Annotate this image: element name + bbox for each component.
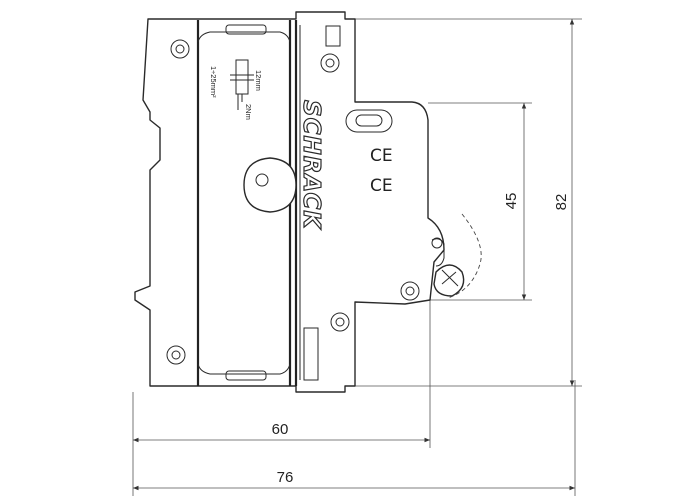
brand-logo: SCHRACK [298,100,324,230]
dimension-76: 76 [133,469,575,491]
terminal-strip-length-label: 12mm [254,70,263,91]
terminal-torque-label: 2Nm [244,104,253,120]
breaker-body [134,11,445,393]
dimension-82: 82 [553,19,575,386]
dimension-60-label: 60 [272,421,289,438]
lever-grip [441,269,459,287]
lever-pivot [431,238,445,267]
inner-frame-top [197,31,291,43]
extension-lines [132,18,582,496]
lower-slot [303,327,319,381]
screw-bottom-right [400,281,420,301]
ce-mark-lower: CE [370,176,393,196]
indicator-window [345,109,393,133]
dimension-76-label: 76 [277,469,294,486]
dimension-60: 60 [133,421,430,443]
dimension-82-label: 82 [553,194,570,211]
lever-pivot-pin [431,237,443,249]
toggle-lever [431,213,482,299]
dimension-45-label: 45 [503,193,520,210]
dimension-45: 45 [503,103,527,300]
lever-handle [433,264,465,297]
terminal-cross-section-label: 1÷25mm² [209,66,218,98]
screws [166,39,420,365]
center-lug [243,157,297,213]
terminal-diagram: 1÷25mm² 12mm 2Nm [209,59,263,120]
screw-top-left [170,39,190,59]
screw-bottom-left [166,345,186,365]
center-lug-hole [255,173,269,187]
screw-bottom-mid [330,312,350,332]
bottom-terminal-slot [225,370,267,381]
inner-frame-bottom [197,363,291,375]
top-terminal-slot [225,24,267,35]
upper-slot [325,25,341,47]
ce-mark-upper: CE [370,146,393,166]
screw-top-right [320,53,340,73]
